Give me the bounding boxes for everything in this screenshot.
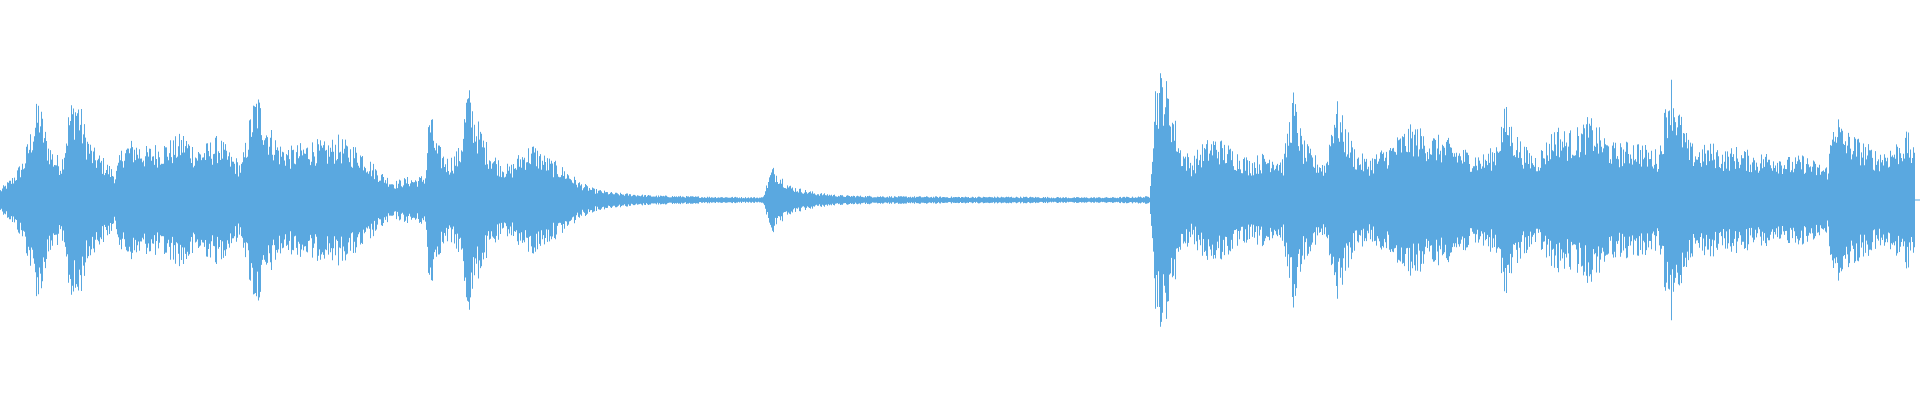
audio-waveform[interactable] (0, 0, 1920, 400)
audio-waveform-view[interactable] (0, 0, 1920, 400)
